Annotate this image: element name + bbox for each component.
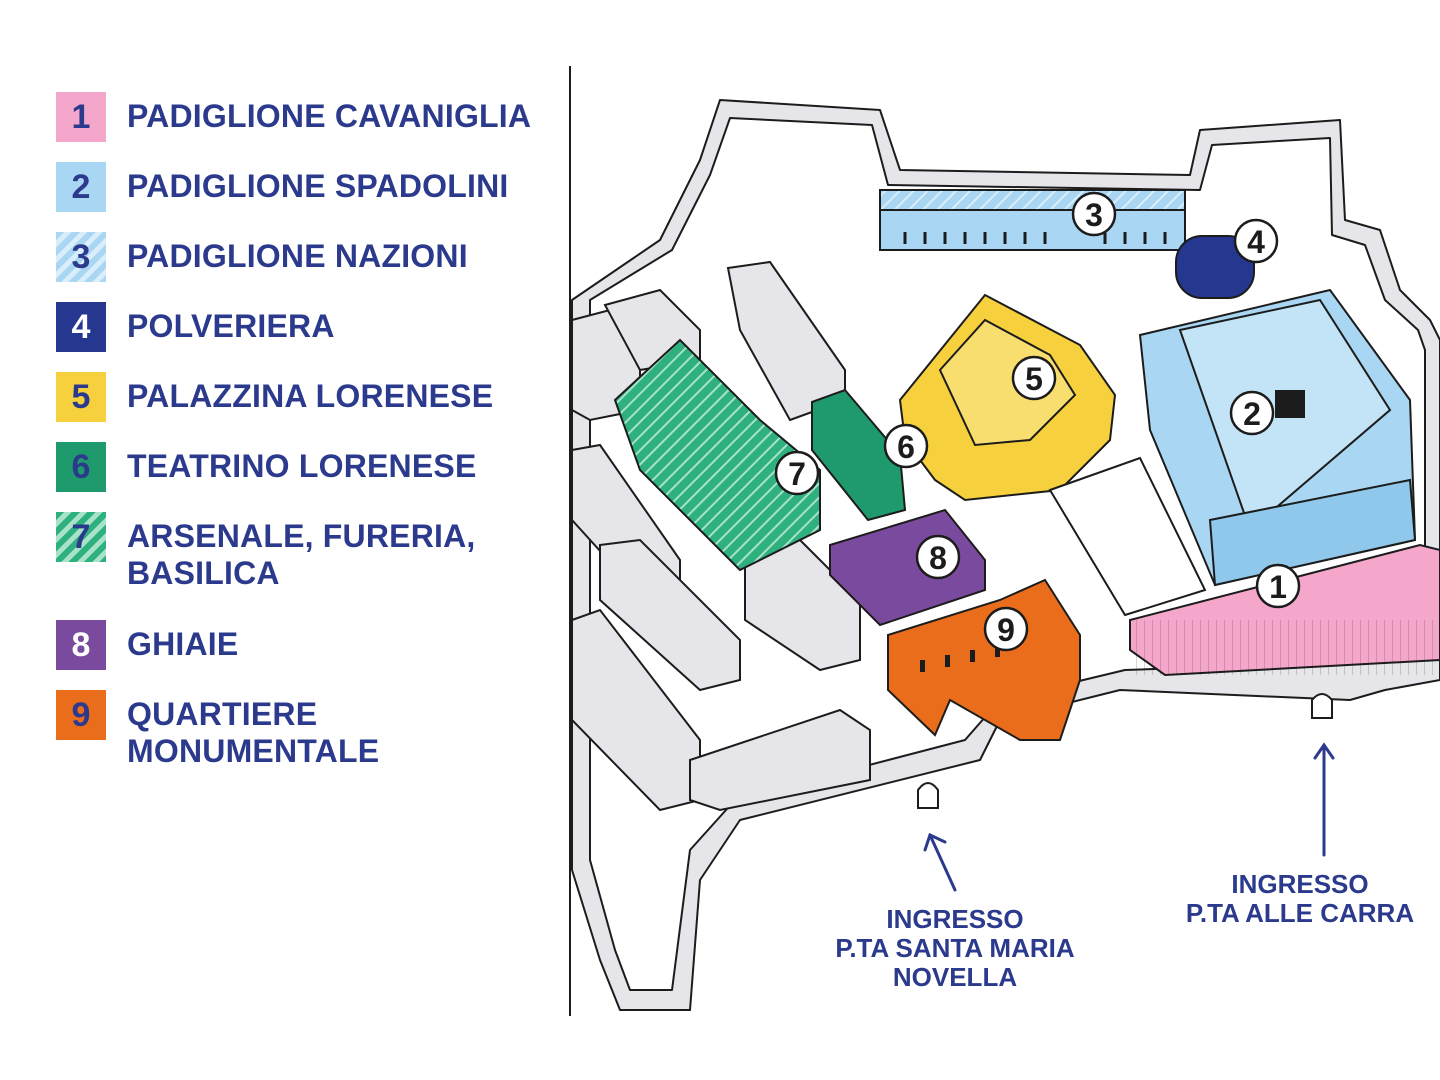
building-3: [879, 189, 1186, 251]
swatch-7: 7: [56, 512, 106, 562]
marker-1: 1: [1255, 563, 1301, 609]
marker-2: 2: [1229, 390, 1275, 436]
swatch-number: 1: [71, 97, 91, 136]
courtyard-plan: [1048, 456, 1207, 617]
marker-label: 8: [929, 540, 947, 576]
swatch-number: 4: [71, 307, 91, 346]
marker-label: 5: [1025, 361, 1043, 397]
legend-label: POLVERIERA: [127, 308, 335, 344]
marker-label: 7: [788, 456, 806, 492]
swatch-4: 4: [56, 302, 106, 352]
entrance-alle-carra: INGRESSO P.TA ALLE CARRA: [1185, 869, 1415, 928]
legend-item-2: 2 PADIGLIONE SPADOLINI: [56, 162, 509, 212]
legend-item-9: 9 QUARTIERE MONUMENTALE: [56, 690, 379, 770]
swatch-number: 7: [71, 517, 91, 556]
swatch-number: 3: [71, 237, 91, 276]
legend-item-5: 5 PALAZZINA LORENESE: [56, 372, 493, 422]
swatch-1: 1: [56, 92, 106, 142]
legend-label: TEATRINO LORENESE: [127, 448, 477, 484]
marker-4: 4: [1233, 218, 1279, 264]
marker-label: 4: [1247, 224, 1265, 260]
legend-label: PADIGLIONE SPADOLINI: [127, 168, 509, 204]
swatch-6: 6: [56, 442, 106, 492]
legend-item-1: 1 PADIGLIONE CAVANIGLIA: [56, 92, 531, 142]
legend-item-8: 8 GHIAIE: [56, 620, 238, 670]
legend-label: QUARTIERE MONUMENTALE: [127, 696, 380, 769]
building-2: [1138, 288, 1417, 587]
swatch-number: 6: [71, 447, 91, 486]
legend-label: PALAZZINA LORENESE: [127, 378, 494, 414]
swatch-5: 5: [56, 372, 106, 422]
legend-label: GHIAIE: [127, 626, 239, 662]
legend-label: ARSENALE, FURERIA, BASILICA: [127, 518, 476, 591]
legend-item-6: 6 TEATRINO LORENESE: [56, 442, 477, 492]
swatch-number: 2: [71, 167, 91, 206]
marker-6: 6: [883, 423, 929, 469]
legend-label: PADIGLIONE NAZIONI: [127, 238, 468, 274]
divider-line: [569, 66, 571, 1016]
entrance-arrows: [923, 742, 1335, 892]
entrance-santa-maria-novella: INGRESSO P.TA SANTA MARIA NOVELLA: [835, 904, 1075, 992]
marker-7: 7: [774, 450, 820, 496]
marker-8: 8: [915, 534, 961, 580]
marker-9: 9: [983, 606, 1029, 652]
swatch-8: 8: [56, 620, 106, 670]
gates: [917, 693, 1333, 809]
marker-label: 3: [1085, 197, 1103, 233]
building-1: [1129, 543, 1440, 677]
swatch-number: 8: [71, 625, 91, 664]
swatch-9: 9: [56, 690, 106, 740]
legend-item-4: 4 POLVERIERA: [56, 302, 335, 352]
marker-5: 5: [1011, 355, 1057, 401]
marker-3: 3: [1071, 191, 1117, 237]
marker-label: 2: [1243, 396, 1261, 432]
legend-label: PADIGLIONE CAVANIGLIA: [127, 98, 532, 134]
building-6: [811, 388, 907, 522]
legend-item-7: 7 ARSENALE, FURERIA, BASILICA: [56, 512, 476, 592]
building-7: [613, 338, 821, 572]
marker-label: 1: [1269, 569, 1287, 605]
building-9: [887, 578, 1081, 741]
swatch-number: 5: [71, 377, 91, 416]
building-4: [1175, 235, 1255, 299]
swatch-3: 3: [56, 232, 106, 282]
swatch-number: 9: [71, 695, 91, 734]
marker-label: 6: [897, 429, 915, 465]
swatch-2: 2: [56, 162, 106, 212]
legend-item-3: 3 PADIGLIONE NAZIONI: [56, 232, 468, 282]
marker-label: 9: [997, 612, 1015, 648]
